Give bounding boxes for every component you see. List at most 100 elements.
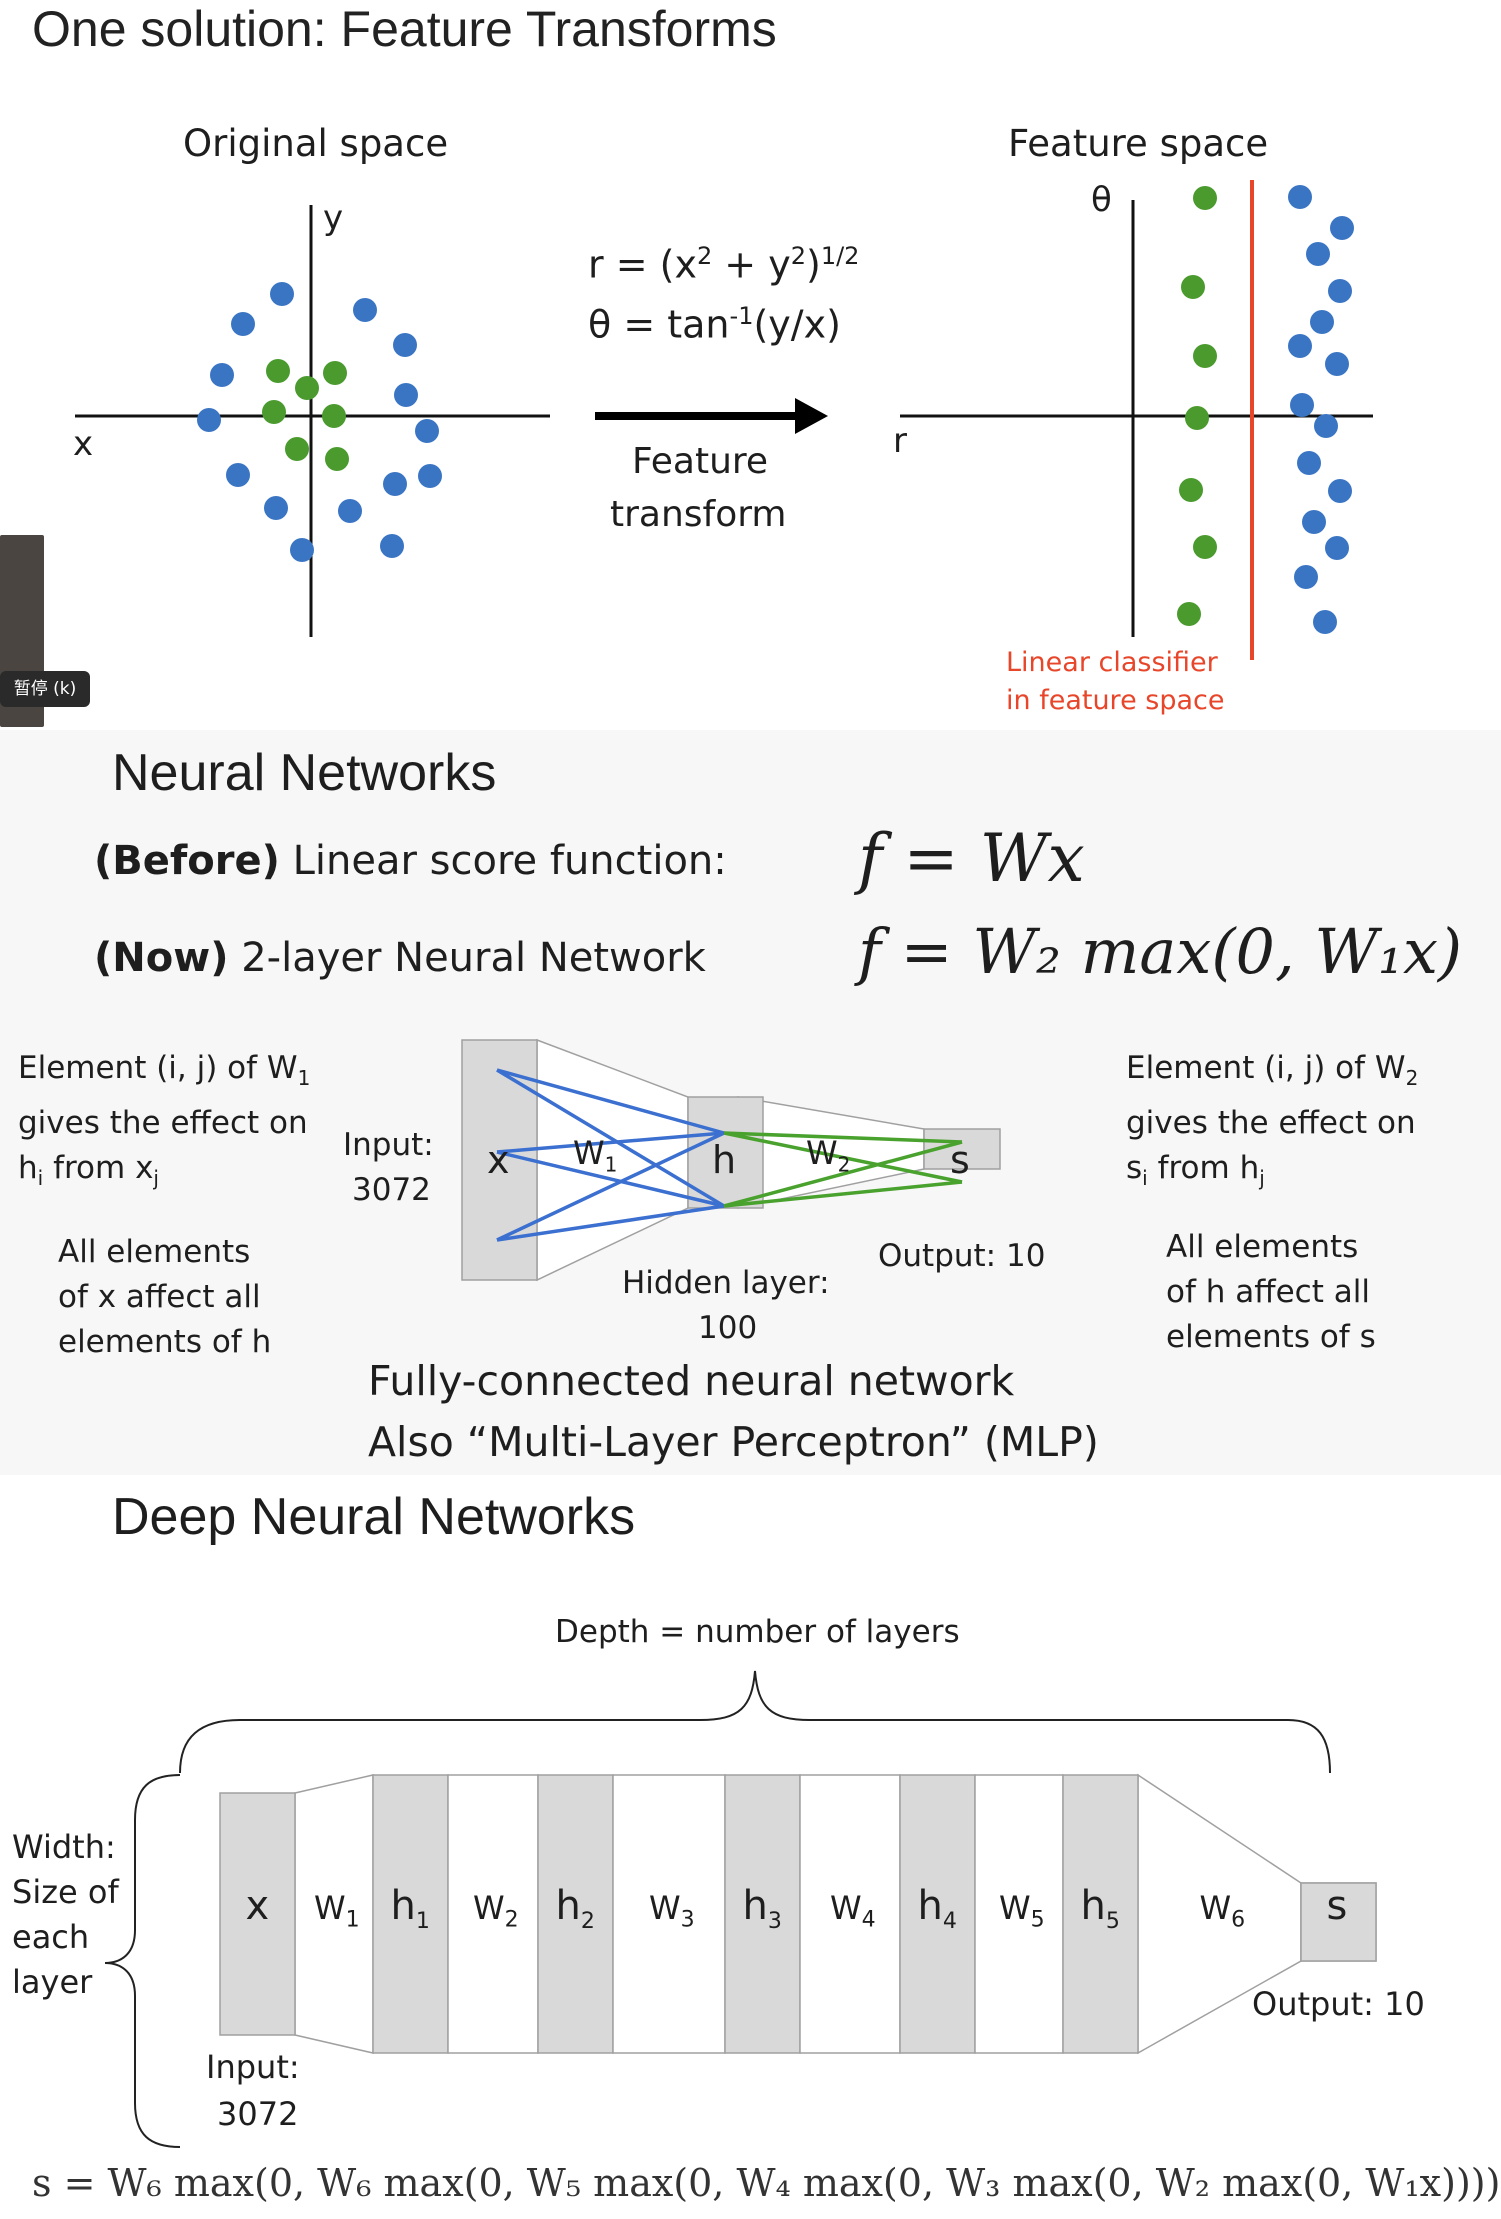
output-label: Output: 10 (878, 1238, 1046, 1274)
h-layer-box (687, 1096, 764, 1209)
input-label-1: Input: (206, 2048, 300, 2086)
blue-point (383, 472, 407, 496)
slide-neural-networks: Neural Networks (Before) Linear score fu… (0, 730, 1501, 1475)
layer-label-x: x (245, 1883, 270, 1929)
layer-label-w1: W1 (314, 1889, 360, 1933)
layer-box-3 (447, 1774, 539, 2054)
deep-formula: s = W₆ max(0, W₆ max(0, W₅ max(0, W₄ max… (32, 2161, 1501, 2205)
node-x: x (487, 1138, 510, 1182)
slide-title: Neural Networks (112, 744, 497, 802)
depth-brace (179, 1670, 1331, 1774)
input-label-2: 3072 (352, 1172, 431, 1208)
green-point (1193, 344, 1217, 368)
layer-box-7 (799, 1774, 901, 2054)
layer-box-4 (537, 1774, 614, 2054)
blue-point (1288, 334, 1312, 358)
blue-point (1302, 510, 1326, 534)
slide-deep-neural-networks: Deep Neural Networks Depth = number of l… (0, 1475, 1501, 2219)
w2-label: W2 (806, 1134, 851, 1177)
layer-box-5 (612, 1774, 726, 2054)
left-note-2: All elements of x affect all elements of… (58, 1234, 272, 1360)
layer-box-2 (372, 1774, 449, 2054)
blue-point (1310, 310, 1334, 334)
linear-score-equation: f = Wx (858, 820, 1085, 897)
title-emph: Feature Transforms (340, 1, 777, 57)
green-point (1185, 406, 1209, 430)
pause-button[interactable]: 暂停 (k) (0, 671, 90, 707)
w2-connections (723, 1131, 963, 1208)
transform-arrow-head (795, 398, 828, 434)
title-prefix: One solution: (32, 1, 341, 57)
width-brace (104, 1774, 181, 2148)
layer-box-6 (724, 1774, 801, 2054)
layer-label-h5: h5 (1080, 1883, 1120, 1934)
blue-point (1313, 610, 1337, 634)
blue-point (210, 363, 234, 387)
blue-point (290, 538, 314, 562)
equation-theta: θ = tan-1(y/x) (588, 302, 841, 347)
classifier-label-line2: in feature space (1006, 685, 1225, 716)
caption-fully-connected: Fully-connected neural network (368, 1357, 1015, 1405)
green-point (266, 359, 290, 383)
blue-point (415, 419, 439, 443)
left-note: Element (i, j) of W1 gives the effect on… (18, 1050, 311, 1191)
hidden-label-2: 100 (698, 1310, 758, 1346)
green-point (1193, 535, 1217, 559)
axis-label-x: x (73, 424, 94, 464)
blue-point (1314, 414, 1338, 438)
blue-point (418, 464, 442, 488)
now-row: (Now) 2-layer Neural Network (94, 935, 706, 981)
blue-point (197, 408, 221, 432)
green-point (1177, 602, 1201, 626)
green-point (1193, 186, 1217, 210)
slide-feature-transforms: One solution: Feature Transforms Origina… (0, 0, 1501, 730)
feature-points (1177, 185, 1354, 634)
blue-point (1306, 242, 1330, 266)
axis-label-r: r (893, 421, 907, 461)
caption-mlp: Also “Multi-Layer Perceptron” (MLP) (368, 1418, 1099, 1466)
blue-point (338, 499, 362, 523)
two-layer-network-diagram (461, 1038, 1001, 1282)
green-point (295, 376, 319, 400)
arrow-label-feature: Feature (632, 441, 769, 482)
blue-point (1288, 185, 1312, 209)
green-point (1181, 275, 1205, 299)
blue-point (353, 298, 377, 322)
layer-label-s: s (1326, 1883, 1348, 1929)
blue-point (380, 534, 404, 558)
axis-label-y: y (323, 198, 344, 238)
axis-label-theta: θ (1091, 180, 1112, 220)
arrow-label-transform: transform (610, 494, 787, 535)
layer-label-w4: W4 (830, 1889, 876, 1933)
original-space-caption: Original space (183, 122, 449, 165)
slide-title: One solution: Feature Transforms (32, 0, 777, 58)
green-point (285, 437, 309, 461)
s-layer-box (1300, 1882, 1377, 1962)
layer-label-h2: h2 (555, 1883, 595, 1934)
layer-label-h1: h1 (390, 1883, 430, 1934)
blue-point (1290, 393, 1314, 417)
w1-label: W1 (573, 1134, 618, 1177)
deep-network-diagram (104, 1670, 1377, 2148)
blue-point (1330, 216, 1354, 240)
blue-point (1294, 565, 1318, 589)
width-label: Width: Size of each layer (12, 1828, 119, 2001)
hidden-label-1: Hidden layer: (622, 1265, 830, 1301)
layer-label-h3: h3 (742, 1883, 782, 1934)
depth-label: Depth = number of layers (555, 1614, 960, 1650)
before-row: (Before) Linear score function: (94, 838, 727, 884)
blue-point (1328, 479, 1352, 503)
green-point (1179, 478, 1203, 502)
layer-box-8 (899, 1774, 976, 2054)
layer-box-0 (219, 1792, 296, 2036)
classifier-label-line1: Linear classifier (1006, 647, 1218, 678)
layer-box-9 (974, 1774, 1064, 2054)
right-note: Element (i, j) of W2 gives the effect on… (1126, 1050, 1419, 1191)
feature-space-caption: Feature space (1008, 122, 1269, 165)
layer-label-h4: h4 (917, 1883, 957, 1934)
blue-point (270, 282, 294, 306)
blue-point (226, 463, 250, 487)
blue-point (1297, 451, 1321, 475)
node-s: s (950, 1138, 970, 1182)
layer-label-w3: W3 (649, 1889, 695, 1933)
